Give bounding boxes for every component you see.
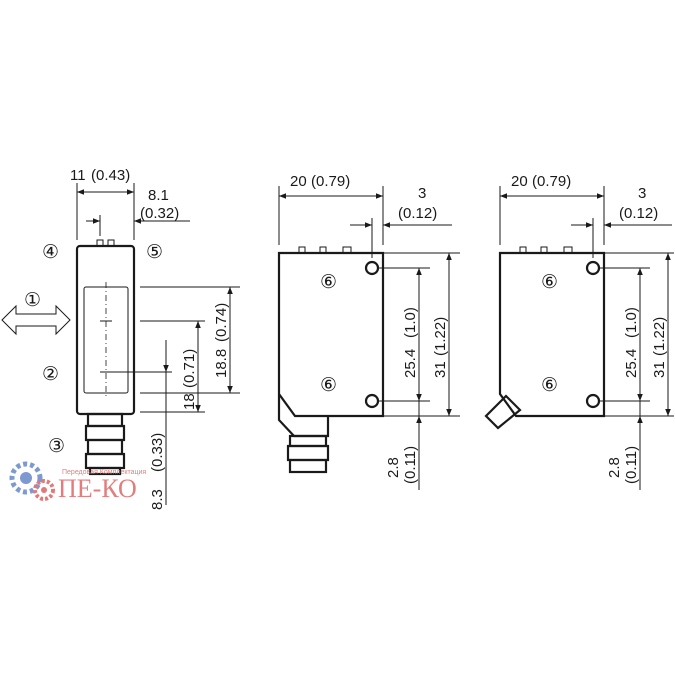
side2-hole-value: 25.4 [623,349,640,378]
side-connector [277,394,330,474]
front-connector [84,412,126,476]
front-led-nub [107,239,115,247]
mount-hole [364,393,380,409]
front-view: 11 (0.43) 8.1 (0.32) 18.8 (0.74) 18 (0.7… [1,167,240,510]
front-led-nub [96,239,104,247]
side1-hole-value: 25.4 [402,349,419,378]
side1-bottom-value: 2.8 [385,457,402,478]
front-housing [75,244,136,416]
gear-icon [9,461,55,501]
mount-hole [585,393,601,409]
front-width-inch: (0.43) [91,167,130,184]
side-housing-cable [498,251,606,418]
marker-4: ④ [42,242,59,263]
side1-offset-inch: (0.12) [398,205,437,222]
marker-1: ① [24,290,41,311]
front-offset-inch: (0.32) [140,205,179,222]
side2-width-value: 20 [511,173,528,190]
double-arrow-icon [1,304,71,336]
side1-width-inch: (0.79) [311,173,350,190]
side2-bottom-value: 2.8 [606,457,623,478]
side1-width-value: 20 [290,173,307,190]
watermark-text: ПЕ-КО [58,474,137,503]
front-offset-value: 8.1 [148,187,169,204]
mount-hole [585,260,601,276]
side1-offset-value: 3 [418,185,426,202]
marker-5: ⑤ [146,242,163,263]
side2-offset-value: 3 [638,185,646,202]
side2-width-inch: (0.79) [532,173,571,190]
watermark-logo: ПЕ-КО Передовая Комплектация [9,461,146,503]
front-height-outer-inch: (0.74) [213,303,230,342]
side2-hole-inch: (1.0) [623,307,640,338]
watermark-subtitle: Передовая Комплектация [62,469,146,476]
side1-hole-inch: (1.0) [402,307,419,338]
hole-marker-top: ⑥ [320,272,337,293]
front-connector-value: 8.3 [149,489,166,510]
side1-height-value: 31 [432,361,449,378]
front-connector-inch: (0.33) [149,433,166,472]
side-cable [484,394,522,430]
hole-marker-bottom: ⑥ [320,375,337,396]
front-height-outer-value: 18.8 [213,349,230,378]
front-width-value: 11 [70,167,86,184]
side1-height-inch: (1.22) [432,317,449,356]
side1-bottom-inch: (0.11) [402,446,419,484]
side2-height-value: 31 [651,361,668,378]
front-height-inner-inch: (0.71) [181,349,198,388]
side2-height-inch: (1.22) [651,317,668,356]
hole-marker-top-cable: ⑥ [541,272,558,293]
hole-marker-bottom-cable: ⑥ [541,375,558,396]
marker-3: ③ [48,436,65,457]
side2-bottom-inch: (0.11) [623,446,640,484]
side-view-connector: ⑥ ⑥ 20 (0.79) 3 (0.12) 25.4 (1.0) 31 [277,173,460,490]
mount-hole [364,260,380,276]
front-height-inner-value: 18 [181,393,198,410]
side-housing [277,251,385,418]
side2-offset-inch: (0.12) [619,205,658,222]
side-view-cable: ⑥ ⑥ 20 (0.79) 3 (0.12) 25.4 (1.0) 31 (1.… [484,173,674,490]
marker-2: ② [42,364,59,385]
